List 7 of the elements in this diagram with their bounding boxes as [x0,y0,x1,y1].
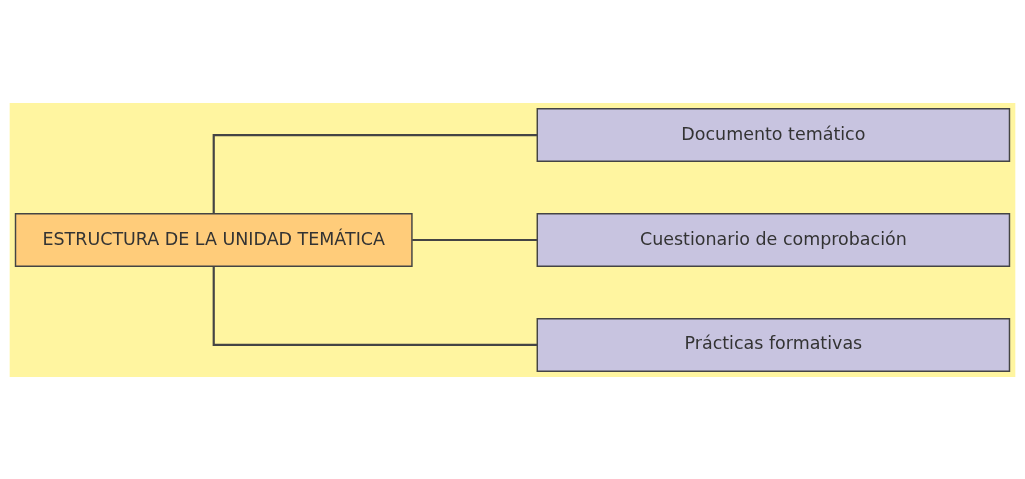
node-box: Documento temático [536,107,1011,162]
node-box: Prácticas formativas [536,317,1011,372]
connector [212,266,538,346]
node-box: ESTRUCTURA DE LA UNIDAD TEMÁTICA [14,212,413,267]
node-box: Cuestionario de comprobación [536,212,1011,267]
connector [212,133,538,213]
connector [412,238,538,241]
